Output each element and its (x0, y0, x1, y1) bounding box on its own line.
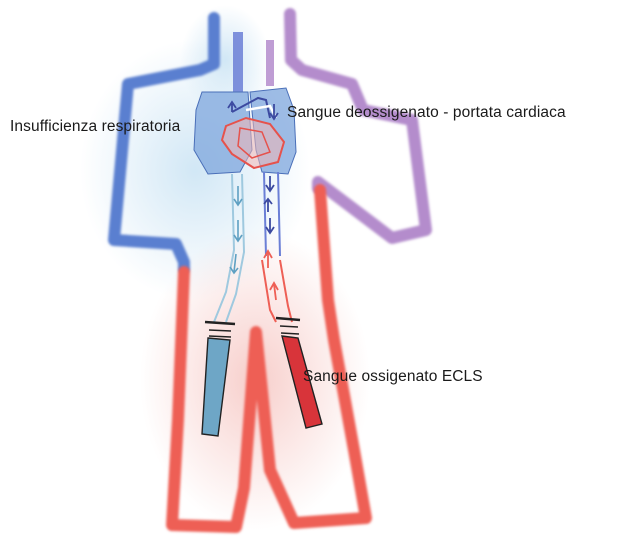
neck-vessel-purple (266, 40, 274, 86)
label-deoxygenated-blood: Sangue deossigenato - portata cardiaca (287, 104, 566, 122)
label-oxygenated-blood: Sangue ossigenato ECLS (303, 368, 483, 386)
body-outline-right-purple (290, 14, 426, 238)
neck-vessel-blue (233, 32, 243, 92)
label-respiratory-failure: Insufficienza respiratoria (10, 118, 180, 136)
